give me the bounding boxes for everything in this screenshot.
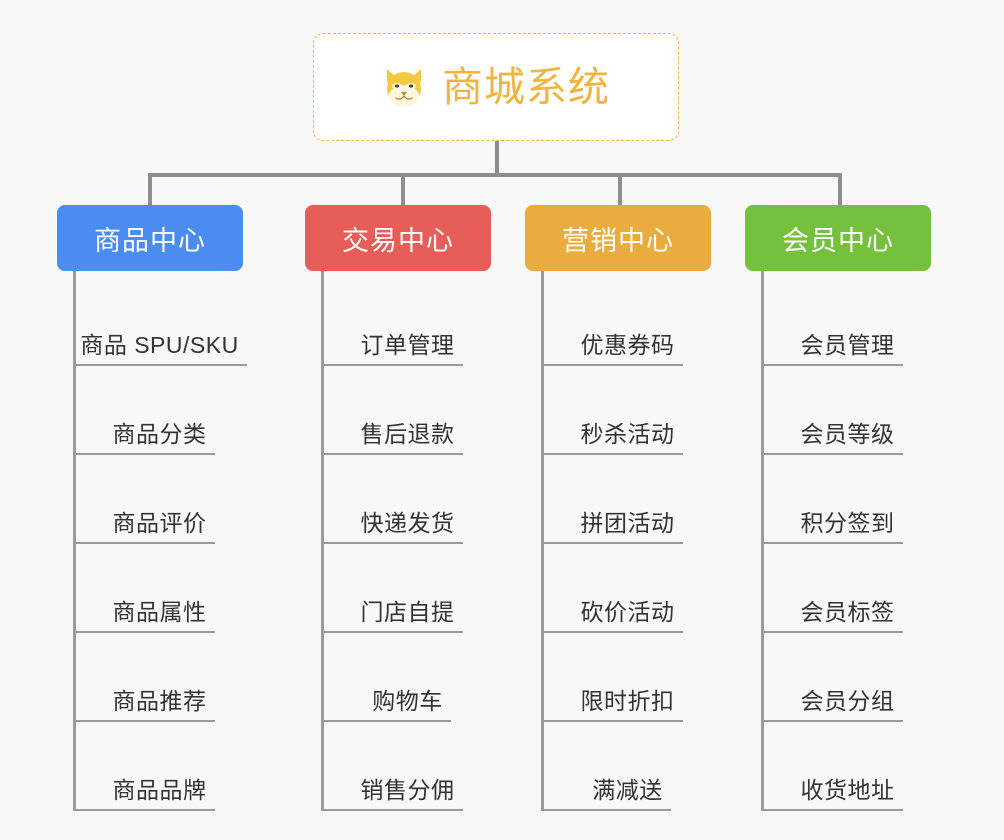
list-item-label: 商品 SPU/SKU <box>80 331 239 358</box>
connector-drop-3 <box>618 173 622 207</box>
connector-drop-4 <box>838 173 842 207</box>
list-item[interactable]: 限时折扣 <box>544 633 711 722</box>
list-item[interactable]: 售后退款 <box>324 366 491 455</box>
list-item-label: 商品分类 <box>112 420 207 447</box>
item-underline <box>544 542 683 544</box>
column-marketing-center: 营销中心 优惠券码 秒杀活动 拼团活动 砍价活动 限时折扣 满减送 <box>525 205 711 811</box>
list-item[interactable]: 商品品牌 <box>76 722 243 811</box>
list-item[interactable]: 会员标签 <box>764 544 931 633</box>
item-underline <box>76 364 247 366</box>
item-underline <box>764 631 903 633</box>
item-underline <box>544 631 683 633</box>
item-underline <box>324 631 463 633</box>
column-header-label: 商品中心 <box>94 225 206 256</box>
list-item-label: 秒杀活动 <box>580 420 675 447</box>
connector-horizontal-bus <box>148 173 842 177</box>
list-item[interactable]: 会员分组 <box>764 633 931 722</box>
column-header-label: 营销中心 <box>562 225 674 256</box>
list-item-label: 商品品牌 <box>112 776 207 803</box>
item-underline <box>544 364 683 366</box>
list-item-label: 砍价活动 <box>580 598 675 625</box>
item-underline <box>76 542 215 544</box>
list-item[interactable]: 会员管理 <box>764 277 931 366</box>
item-underline <box>764 364 903 366</box>
list-item-label: 门店自提 <box>360 598 455 625</box>
item-underline <box>76 631 215 633</box>
list-item[interactable]: 门店自提 <box>324 544 491 633</box>
column-items-0: 商品 SPU/SKU 商品分类 商品评价 商品属性 商品推荐 商品品牌 <box>73 271 247 811</box>
list-item[interactable]: 优惠券码 <box>544 277 711 366</box>
list-item-label: 订单管理 <box>360 331 455 358</box>
list-item[interactable]: 砍价活动 <box>544 544 711 633</box>
list-item-label: 商品评价 <box>112 509 207 536</box>
item-underline <box>324 542 463 544</box>
item-underline <box>324 720 451 722</box>
list-item-label: 快递发货 <box>360 509 455 536</box>
item-underline <box>544 453 683 455</box>
list-item-label: 优惠券码 <box>580 331 675 358</box>
list-item[interactable]: 商品属性 <box>76 544 243 633</box>
list-item[interactable]: 商品推荐 <box>76 633 243 722</box>
list-item-label: 拼团活动 <box>580 509 675 536</box>
item-underline <box>764 809 903 811</box>
list-item-label: 限时折扣 <box>580 687 675 714</box>
list-item[interactable]: 收货地址 <box>764 722 931 811</box>
list-item[interactable]: 秒杀活动 <box>544 366 711 455</box>
list-item-label: 会员管理 <box>800 331 895 358</box>
root-node-title: 商城系统 <box>442 63 610 110</box>
column-header-2[interactable]: 营销中心 <box>525 205 711 271</box>
item-underline <box>544 809 671 811</box>
list-item[interactable]: 商品评价 <box>76 455 243 544</box>
list-item-label: 积分签到 <box>800 509 895 536</box>
column-header-1[interactable]: 交易中心 <box>305 205 491 271</box>
list-item-label: 会员等级 <box>800 420 895 447</box>
list-item-label: 销售分佣 <box>360 776 455 803</box>
column-header-0[interactable]: 商品中心 <box>57 205 243 271</box>
list-item[interactable]: 订单管理 <box>324 277 491 366</box>
list-item-label: 满减送 <box>592 776 663 803</box>
item-underline <box>324 364 463 366</box>
list-item-label: 收货地址 <box>800 776 895 803</box>
connector-drop-2 <box>401 173 405 207</box>
item-underline <box>764 453 903 455</box>
item-underline <box>324 453 463 455</box>
list-item-label: 购物车 <box>372 687 443 714</box>
item-underline <box>76 809 215 811</box>
connector-drop-1 <box>148 173 152 207</box>
root-node-mall-system[interactable]: 商城系统 <box>313 33 679 141</box>
list-item[interactable]: 销售分佣 <box>324 722 491 811</box>
list-item[interactable]: 拼团活动 <box>544 455 711 544</box>
column-member-center: 会员中心 会员管理 会员等级 积分签到 会员标签 会员分组 收货地址 <box>745 205 931 811</box>
list-item[interactable]: 商品分类 <box>76 366 243 455</box>
connector-root-stem <box>495 141 499 175</box>
column-items-2: 优惠券码 秒杀活动 拼团活动 砍价活动 限时折扣 满减送 <box>541 271 711 811</box>
column-header-label: 交易中心 <box>342 225 454 256</box>
list-item[interactable]: 购物车 <box>324 633 491 722</box>
item-underline <box>544 720 683 722</box>
item-underline <box>76 720 215 722</box>
list-item[interactable]: 积分签到 <box>764 455 931 544</box>
list-item-label: 商品属性 <box>112 598 207 625</box>
list-item[interactable]: 会员等级 <box>764 366 931 455</box>
list-item-label: 商品推荐 <box>112 687 207 714</box>
column-header-3[interactable]: 会员中心 <box>745 205 931 271</box>
item-underline <box>324 809 463 811</box>
column-items-3: 会员管理 会员等级 积分签到 会员标签 会员分组 收货地址 <box>761 271 931 811</box>
item-underline <box>76 453 215 455</box>
shiba-inu-dog-face-icon <box>382 64 428 110</box>
column-trade-center: 交易中心 订单管理 售后退款 快递发货 门店自提 购物车 销售分佣 <box>305 205 491 811</box>
list-item-label: 会员分组 <box>800 687 895 714</box>
list-item[interactable]: 满减送 <box>544 722 711 811</box>
list-item-label: 售后退款 <box>360 420 455 447</box>
item-underline <box>764 720 903 722</box>
column-header-label: 会员中心 <box>782 225 894 256</box>
column-product-center: 商品中心 商品 SPU/SKU 商品分类 商品评价 商品属性 商品推荐 商品品牌 <box>57 205 247 811</box>
list-item[interactable]: 快递发货 <box>324 455 491 544</box>
column-items-1: 订单管理 售后退款 快递发货 门店自提 购物车 销售分佣 <box>321 271 491 811</box>
item-underline <box>764 542 903 544</box>
list-item[interactable]: 商品 SPU/SKU <box>76 277 247 366</box>
list-item-label: 会员标签 <box>800 598 895 625</box>
